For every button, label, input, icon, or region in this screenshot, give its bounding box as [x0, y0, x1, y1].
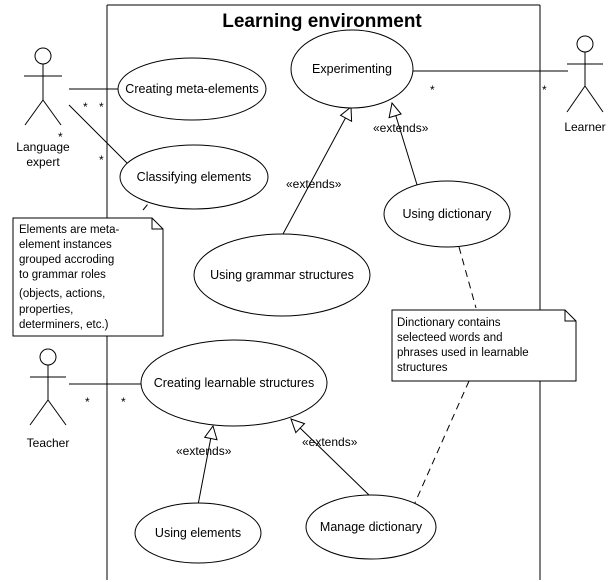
association-expert-classifying-elements — [68, 104, 128, 164]
extends-label-elements: «extends» — [176, 444, 232, 458]
note-elements-line: Elements are meta- — [19, 224, 120, 236]
actor-label: Teacher — [27, 436, 70, 450]
use-case-label: Using elements — [155, 526, 241, 540]
note-anchor-dictionary-to-using-dictionary — [458, 246, 477, 309]
multiplicity-teacher-usecase-end: * — [121, 395, 126, 409]
extends-label-dictionary: «extends» — [373, 121, 429, 135]
multiplicity-expert-classify-actor-end: * — [58, 130, 63, 144]
extends-manage-dictionary-to-learnable — [290, 418, 371, 497]
note-elements-line: to grammar roles — [19, 269, 106, 281]
use-case-using-elements[interactable]: Using elements — [134, 502, 262, 564]
actor-teacher[interactable]: Teacher — [27, 348, 70, 450]
note-elements: Elements are meta- element instances gro… — [12, 217, 164, 337]
actor-language-expert[interactable]: Language expert — [16, 47, 70, 169]
note-dictionary-line: structures — [397, 362, 448, 374]
extends-grammar-to-experimenting — [282, 105, 353, 235]
use-case-classifying-elements[interactable]: Classifying elements — [119, 144, 269, 210]
multiplicity-learner-actor-end: * — [542, 83, 547, 97]
note-anchor-dictionary-to-manage-dictionary — [413, 380, 470, 506]
use-case-label: Using dictionary — [403, 207, 493, 221]
note-elements-line: properties, — [19, 304, 73, 316]
actor-label-line: Language — [16, 140, 70, 154]
use-case-experimenting[interactable]: Experimenting — [290, 29, 414, 109]
actor-label-line: expert — [26, 155, 60, 169]
multiplicity-expert-meta-usecase-end: * — [99, 100, 104, 114]
use-case-creating-meta-elements[interactable]: Creating meta-elements — [117, 57, 267, 121]
use-case-using-grammar-structures[interactable]: Using grammar structures — [193, 233, 371, 317]
use-case-label: Experimenting — [312, 62, 392, 76]
note-dictionary-line: phrases used in learnable — [397, 347, 529, 359]
use-case-label: Creating learnable structures — [154, 376, 315, 390]
use-case-manage-dictionary[interactable]: Manage dictionary — [305, 494, 437, 560]
extends-label-manage-dictionary: «extends» — [302, 435, 358, 449]
note-elements-line: element instances — [19, 239, 112, 251]
multiplicity-expert-meta-actor-end: * — [83, 100, 88, 114]
multiplicity-learner-usecase-end: * — [430, 83, 435, 97]
actor-learner[interactable]: Learner — [564, 35, 606, 134]
extends-elements-to-learnable — [197, 424, 218, 506]
note-dictionary-line: selecteed words and — [397, 332, 502, 344]
use-case-creating-learnable-structures[interactable]: Creating learnable structures — [140, 339, 328, 427]
multiplicity-expert-classify-usecase-end: * — [99, 153, 104, 167]
use-case-using-dictionary[interactable]: Using dictionary — [383, 180, 511, 248]
use-case-label: Creating meta-elements — [125, 82, 258, 96]
use-case-label: Classifying elements — [137, 170, 252, 184]
note-elements-line: (objects, actions, — [19, 288, 105, 300]
note-elements-line: grouped accroding — [19, 254, 114, 266]
note-dictionary: Dinctionary contains selecteed words and… — [391, 309, 577, 382]
system-title: Learning environment — [222, 11, 422, 32]
actor-label: Learner — [564, 120, 605, 134]
use-case-label: Using grammar structures — [210, 268, 354, 282]
note-elements-line: determiners, etc.) — [19, 319, 109, 331]
extends-dictionary-to-experimenting — [388, 101, 419, 189]
extends-label-grammar: «extends» — [286, 177, 342, 191]
multiplicity-teacher-actor-end: * — [85, 395, 90, 409]
note-dictionary-line: Dinctionary contains — [397, 317, 501, 329]
use-case-label: Manage dictionary — [320, 520, 423, 534]
